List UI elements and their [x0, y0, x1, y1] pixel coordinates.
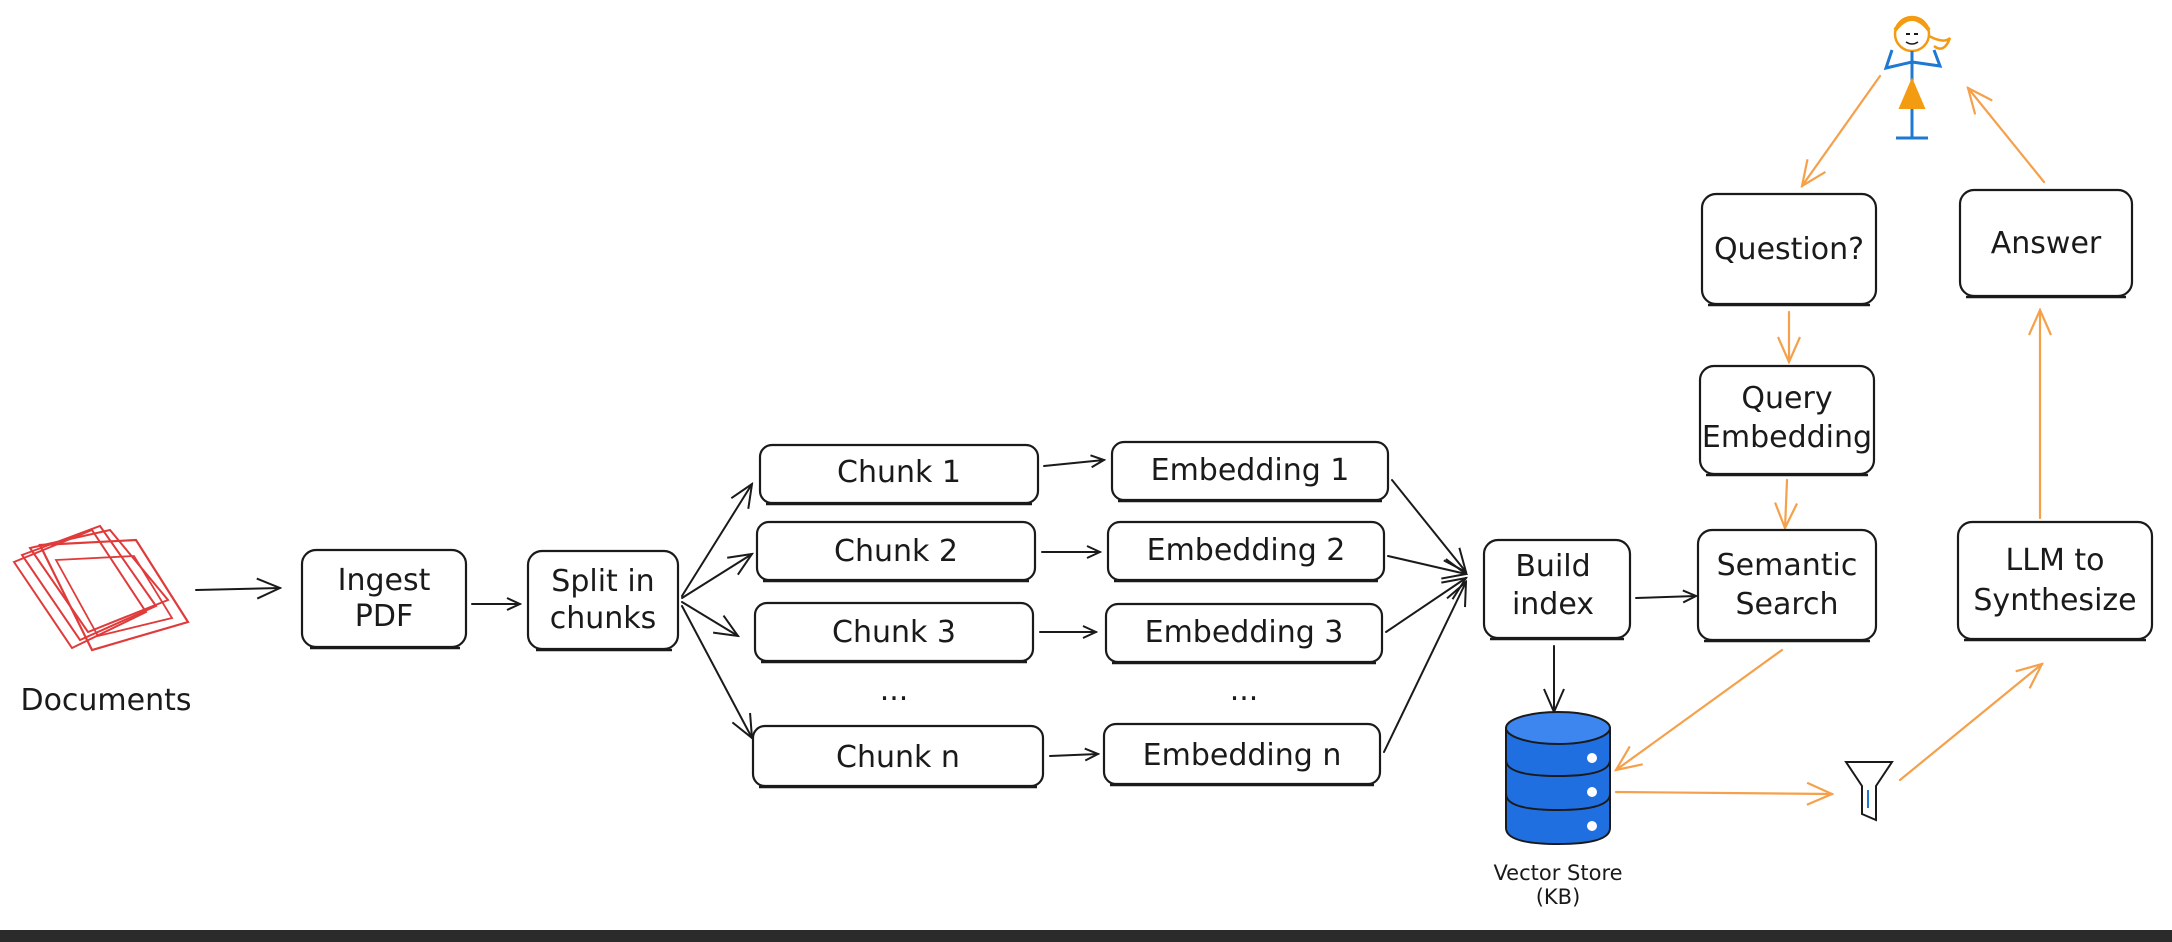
documents-label: Documents: [20, 683, 191, 718]
documents-icon: [12, 524, 190, 652]
arrow-vectorstore-to-filter: [1614, 792, 1832, 794]
build-index-node: Build index: [1482, 538, 1632, 641]
arrow-split-to-chunk2: [681, 554, 752, 599]
llm-label-line2: Synthesize: [1973, 583, 2136, 618]
build-label-line2: index: [1512, 587, 1594, 622]
embedding-n-node: Embedding n: [1102, 722, 1382, 787]
arrow-emb1-to-build: [1391, 479, 1466, 572]
query-embedding-node: Query Embedding: [1698, 364, 1876, 477]
embedding-1-label: Embedding 1: [1151, 453, 1350, 488]
embedding-3-node: Embedding 3: [1104, 602, 1384, 665]
embedding-3-label: Embedding 3: [1145, 615, 1344, 650]
ingest-label-line1: Ingest: [338, 563, 431, 598]
split-label-line2: chunks: [550, 601, 657, 636]
query-label-line2: Embedding: [1702, 420, 1872, 455]
user-stick-figure-icon: [1883, 15, 1952, 140]
answer-node: Answer: [1958, 188, 2134, 299]
chunk-1-label: Chunk 1: [837, 455, 961, 490]
bottom-bar: [0, 930, 2172, 942]
arrow-chunk1-to-emb1: [1043, 460, 1104, 466]
vector-store-label-line1: Vector Store: [1493, 861, 1622, 885]
ingest-label-line2: PDF: [355, 599, 413, 634]
split-chunks-node: Split in chunks: [526, 549, 680, 652]
llm-synthesize-node: LLM to Synthesize: [1956, 520, 2154, 642]
question-label: Question?: [1714, 232, 1864, 267]
embedding-ellipsis: ...: [1230, 673, 1259, 708]
funnel-filter-icon: [1844, 761, 1894, 822]
vector-store-label-line2: (KB): [1536, 885, 1581, 909]
query-label-line1: Query: [1741, 381, 1832, 416]
split-label-line1: Split in: [551, 564, 654, 599]
arrow-embn-to-build: [1383, 582, 1466, 753]
chunk-n-node: Chunk n: [751, 724, 1045, 789]
arrow-documents-to-ingest: [195, 588, 280, 590]
arrow-split-to-chunk3: [681, 601, 738, 636]
answer-label: Answer: [1991, 226, 2102, 261]
arrow-split-to-chunk1: [681, 484, 752, 597]
arrow-filter-to-llm: [1898, 664, 2042, 782]
arrow-answer-to-user: [1968, 88, 2046, 184]
arrow-build-to-semantic: [1635, 596, 1696, 598]
semantic-search-node: Semantic Search: [1696, 528, 1878, 643]
semantic-label-line1: Semantic: [1717, 548, 1858, 583]
chunk-1-node: Chunk 1: [758, 443, 1040, 506]
embedding-1-node: Embedding 1: [1110, 440, 1390, 503]
arrow-chunkn-to-embn: [1049, 754, 1098, 756]
chunk-n-label: Chunk n: [836, 740, 960, 775]
chunk-3-node: Chunk 3: [753, 601, 1035, 664]
semantic-label-line2: Search: [1735, 587, 1838, 622]
arrow-user-to-question: [1802, 74, 1882, 186]
arrow-split-to-chunkn: [681, 605, 752, 738]
llm-label-line1: LLM to: [2006, 543, 2105, 578]
chunk-ellipsis: ...: [880, 673, 909, 708]
arrow-semantic-to-vectorstore: [1616, 648, 1784, 770]
arrow-query-to-semantic: [1785, 478, 1787, 528]
chunk-3-label: Chunk 3: [832, 615, 956, 650]
embedding-2-node: Embedding 2: [1106, 520, 1386, 583]
question-node: Question?: [1700, 192, 1878, 307]
arrow-emb2-to-build: [1387, 555, 1466, 574]
chunk-2-label: Chunk 2: [834, 534, 958, 569]
embedding-2-label: Embedding 2: [1147, 533, 1346, 568]
ingest-pdf-node: Ingest PDF: [300, 548, 468, 650]
database-icon: [1505, 711, 1611, 846]
chunk-2-node: Chunk 2: [755, 520, 1037, 583]
build-label-line1: Build: [1515, 549, 1590, 584]
embedding-n-label: Embedding n: [1143, 738, 1342, 773]
